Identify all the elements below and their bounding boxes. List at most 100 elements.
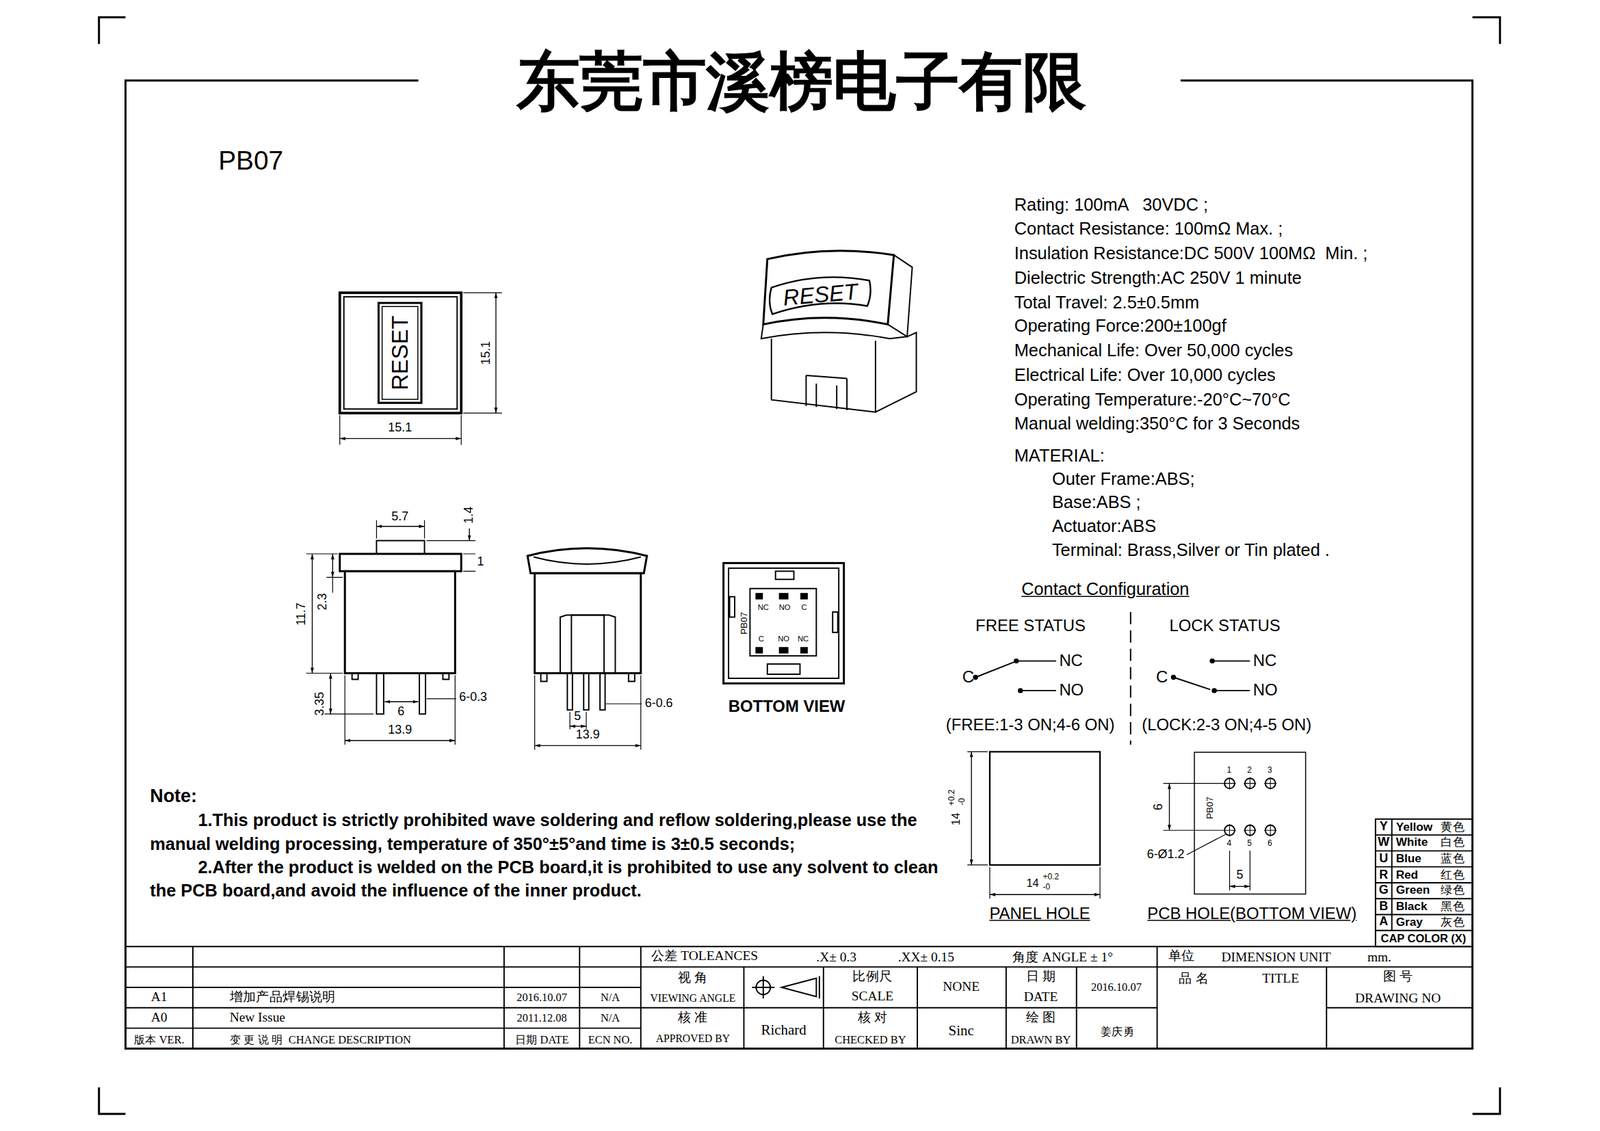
- title-block-cell: NONE: [942, 980, 980, 996]
- contact-label: NO: [1253, 681, 1278, 700]
- color-code: 灰色: [1440, 915, 1466, 930]
- hole-dimension: 6: [1151, 803, 1167, 811]
- contact-label: (FREE:1-3 ON;4-6 ON): [946, 716, 1116, 735]
- title-block-cell: APPROVED BY: [656, 1033, 730, 1046]
- node-text: NC: [797, 635, 809, 645]
- title-block-cell: 角度 ANGLE ± 1°: [1012, 950, 1113, 966]
- hole-dimension: 14: [949, 813, 963, 826]
- material-text: Base:ABS ;: [1052, 493, 1142, 514]
- pcb-hole-outline: 123PB07456: [1193, 751, 1306, 895]
- title-block-cell: A0: [151, 1011, 168, 1027]
- title-block-cell: 变 更 说 明 CHANGE DESCRIPTION: [229, 1033, 412, 1047]
- title-block-cell: DATE: [1024, 990, 1059, 1006]
- node-text: 5: [1247, 838, 1252, 849]
- color-code: Green: [1396, 884, 1431, 899]
- bottom-view-outline: NCNOCCNONCPB07: [722, 562, 845, 685]
- title-block-cell: N/A: [600, 991, 620, 1005]
- dimension: 3.35: [313, 692, 328, 717]
- note-text: 2.After the product is welded on the PCB…: [149, 856, 947, 904]
- dimension: 2.3: [316, 593, 332, 611]
- material-text: Outer Frame:ABS;: [1052, 469, 1196, 490]
- node-text: RESET: [781, 279, 859, 312]
- contact-label: FREE STATUS: [975, 617, 1086, 636]
- contact-label: C: [1156, 668, 1168, 687]
- title-block-cell: 单位: [1168, 949, 1196, 965]
- color-code: R: [1379, 868, 1388, 883]
- title-block-cell: 日期 DATE: [515, 1033, 570, 1047]
- title-block-cell: DIMENSION UNIT: [1221, 950, 1332, 966]
- node-text: C: [758, 635, 765, 645]
- title-block-cell: New Issue: [229, 1011, 286, 1027]
- spec-text: Manual welding:350°C for 3 Seconds: [1014, 414, 1301, 435]
- reset-label-box: RESET: [377, 302, 423, 405]
- title-block-cell: ECN NO.: [588, 1033, 633, 1047]
- title-block-cell: 日 期: [1026, 969, 1057, 986]
- color-code: 蓝色: [1440, 852, 1466, 867]
- title-block-cell: N/A: [600, 1011, 620, 1025]
- hole-dimension: +0.2: [1043, 872, 1060, 883]
- dimension: 6-0.6: [645, 697, 674, 712]
- spec-text: Rating: 100mA 30VDC ;: [1014, 194, 1209, 215]
- hole-dimension: -0: [1043, 883, 1051, 893]
- dimension: 1.4: [462, 506, 477, 524]
- title-block-cell: 版本 VER.: [134, 1033, 185, 1047]
- title-block-cell: 核 准: [677, 1011, 708, 1027]
- spec-text: Dielectric Strength:AC 250V 1 minute: [1014, 268, 1302, 289]
- color-code: Gray: [1396, 915, 1423, 930]
- title-block-cell: 图 号: [1383, 969, 1414, 986]
- spec-text: Contact Resistance: 100mΩ Max. ;: [1014, 219, 1283, 240]
- title-block-cell: 姜庆勇: [1100, 1025, 1135, 1039]
- title-block-cell: DRAWN BY: [1011, 1033, 1072, 1047]
- title-block-cell: 2011.12.08: [516, 1011, 567, 1025]
- contact-label: NC: [1253, 651, 1277, 671]
- dimension: 13.9: [575, 728, 600, 743]
- contact-label: LOCK STATUS: [1169, 617, 1280, 636]
- title-block-cell: 比例尺: [852, 969, 893, 986]
- title-block-cell: 绘 图: [1026, 1011, 1057, 1027]
- node-text: 3: [1267, 765, 1273, 776]
- title-block-cell: .XX± 0.15: [898, 950, 955, 966]
- color-code: 白色: [1440, 836, 1466, 851]
- dimension: 5.7: [391, 510, 409, 525]
- spec-text: Mechanical Life: Over 50,000 cycles: [1014, 341, 1293, 362]
- hole-dimension: 14: [1026, 876, 1039, 890]
- title-block-cell: 2016.10.07: [1091, 981, 1142, 995]
- title-block-cell: A1: [151, 990, 168, 1006]
- color-code: 黑色: [1440, 900, 1466, 914]
- note-text: Note:: [149, 786, 198, 808]
- contact-label: NO: [1058, 681, 1084, 700]
- node-text: RESET: [387, 315, 414, 390]
- spec-text: Operating Force:200±100gf: [1014, 316, 1227, 337]
- dimension: 1: [477, 555, 485, 570]
- dimension: 6: [397, 705, 405, 720]
- material-text: Terminal: Brass,Silver or Tin plated .: [1052, 541, 1330, 561]
- color-code: Red: [1396, 868, 1419, 882]
- dimension: 15.1: [387, 421, 412, 436]
- contact-label: (LOCK:2-3 ON;4-5 ON): [1141, 716, 1312, 735]
- color-code: Blue: [1396, 852, 1422, 867]
- color-code: 红色: [1440, 868, 1466, 882]
- color-code: CAP COLOR (X): [1381, 932, 1467, 946]
- node-text: NO: [779, 604, 791, 613]
- color-code: B: [1379, 900, 1388, 915]
- node-text: C: [801, 604, 807, 613]
- dimension: 15.1: [479, 341, 494, 366]
- node-text: NO: [777, 635, 790, 645]
- dimension: 13.9: [387, 723, 412, 739]
- node-text: PB07: [738, 612, 750, 635]
- view-label: PCB HOLE(BOTTOM VIEW): [1147, 905, 1357, 924]
- contact-label: Contact Configuration: [1021, 580, 1189, 600]
- color-code: 绿色: [1440, 884, 1466, 899]
- node-text: 1: [1226, 765, 1232, 776]
- title-block-cell: .X± 0.3: [816, 950, 857, 966]
- hole-dimension: +0.2: [947, 790, 957, 807]
- color-code: U: [1379, 852, 1388, 867]
- node-text: 4: [1226, 838, 1232, 849]
- material-text: MATERIAL:: [1014, 446, 1105, 466]
- title-block-cell: TITLE: [1262, 972, 1300, 988]
- node-text: 2: [1247, 765, 1252, 776]
- spec-text: Insulation Resistance:DC 500V 100MΩ Min.…: [1014, 244, 1369, 265]
- color-code: Black: [1396, 900, 1428, 914]
- material-text: Actuator:ABS: [1052, 516, 1157, 537]
